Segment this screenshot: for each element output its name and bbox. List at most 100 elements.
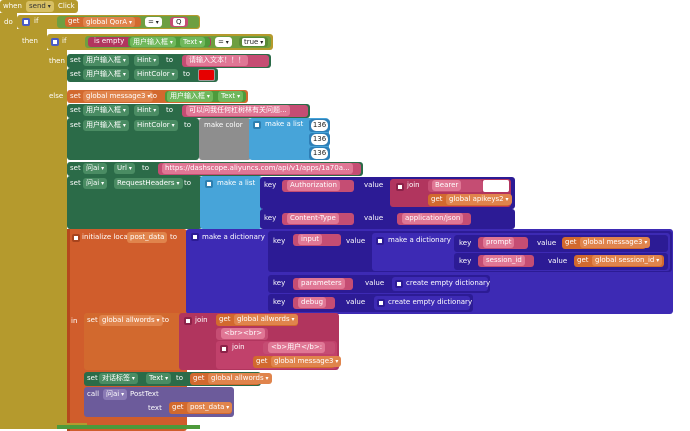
get-global-qora-block[interactable]: get global QorA <box>65 17 141 27</box>
pair-debug[interactable]: key debug value create empty dictionary <box>268 294 473 312</box>
call-posttext-block[interactable]: call 问ai PostText text get post_data <box>84 387 234 417</box>
q-text-block[interactable]: Q <box>170 17 188 27</box>
text-block-parameters[interactable]: parameters <box>293 278 353 290</box>
number-136-b[interactable]: 136 <box>311 134 328 145</box>
user-text[interactable]: <b>用户</b>: <box>268 342 326 353</box>
text-block-hint[interactable]: 请输入文本！！！ <box>182 55 269 67</box>
get-message3-block-2[interactable]: get global message3 <box>253 356 342 368</box>
application-json-text[interactable]: application/json <box>402 213 464 224</box>
join-gear-icon-3[interactable] <box>220 345 228 353</box>
parameters-text[interactable]: parameters <box>298 278 345 289</box>
authorization-text[interactable]: Authorization <box>287 180 340 191</box>
content-type-text[interactable]: Content-Type <box>287 213 339 224</box>
q-text[interactable]: Q <box>173 18 185 26</box>
set-hintcolor-block-2[interactable]: set 用户输入框 HintColor to <box>67 118 199 160</box>
var-dropdown-5[interactable]: global session_id <box>592 255 663 266</box>
br-text[interactable]: <br><br> <box>221 328 266 339</box>
empty-dict-block[interactable]: create empty dictionary <box>392 277 490 291</box>
getter-text[interactable]: 用户输入框 Text <box>165 91 246 102</box>
local-gear-icon[interactable] <box>72 234 80 242</box>
true-dropdown[interactable]: true <box>242 38 266 46</box>
component-dropdown-2[interactable]: 用户输入框 <box>130 37 176 47</box>
text-block-bearer[interactable]: Bearer <box>428 180 483 192</box>
prop-dropdown-7[interactable]: Url <box>114 163 135 174</box>
number-136-c[interactable]: 136 <box>311 148 328 159</box>
var-dropdown-7[interactable]: global allwords <box>234 314 298 325</box>
hint-text-2[interactable]: 可以问我任何杠树林有关问题... <box>186 105 290 116</box>
color-swatch[interactable] <box>198 69 215 81</box>
true-block[interactable]: true <box>239 37 269 47</box>
component-dropdown-8[interactable]: 问ai <box>83 163 108 174</box>
if-block-outer[interactable]: if get global QorA = Q <box>17 15 200 29</box>
text-block-br[interactable]: <br><br> <box>216 328 268 340</box>
var-dropdown-6[interactable]: global allwords <box>99 315 163 326</box>
empty-dict-block-2[interactable]: create empty dictionary <box>374 296 472 310</box>
text-block-user[interactable]: <b>用户</b>: <box>263 342 335 354</box>
join-gear-icon[interactable] <box>396 183 404 191</box>
prop-dropdown-2[interactable]: Hint <box>134 55 160 66</box>
text-block-ct[interactable]: Content-Type <box>282 213 354 225</box>
session-id-text[interactable]: session_id <box>483 255 525 266</box>
get-apikeys2-block[interactable]: get global apikeys2 <box>428 194 512 206</box>
component-dropdown-9[interactable]: 问ai <box>83 178 108 189</box>
component-dropdown-11[interactable]: 问ai <box>103 389 128 400</box>
set-label-text-block[interactable]: set 对话标签 Text to get global allwords <box>84 372 272 386</box>
compare-block[interactable]: get global QorA = Q <box>57 16 199 28</box>
var-dropdown-9[interactable]: global allwords <box>208 373 272 384</box>
number-136-a[interactable]: 136 <box>311 120 328 131</box>
make-a-list-block-2[interactable]: make a list <box>200 176 262 229</box>
get-message3-block[interactable]: get global message3 <box>562 237 651 249</box>
pair-input[interactable]: key input value make a dictionary key pr… <box>268 231 672 272</box>
empty-dict-gear-icon-2[interactable] <box>377 299 385 307</box>
local-name-field[interactable]: post_data <box>127 232 168 243</box>
input-text[interactable]: input <box>298 234 323 245</box>
component-dropdown[interactable]: send <box>26 1 54 12</box>
component-dropdown-10[interactable]: 对话标签 <box>99 373 138 384</box>
pair-session[interactable]: key session_id value get global session_… <box>454 253 668 270</box>
var-dropdown-8[interactable]: global message3 <box>271 356 342 367</box>
bearer-text[interactable]: Bearer <box>432 180 462 191</box>
text-block-debug[interactable]: debug <box>293 297 335 309</box>
set-url-block[interactable]: set 问ai Url to https://dashscope.aliyunc… <box>67 162 363 176</box>
list-gear-icon[interactable] <box>253 121 261 129</box>
pair-content-type[interactable]: key Content-Type value application/json <box>260 209 515 229</box>
var-dropdown-10[interactable]: post_data <box>187 402 233 413</box>
text-block-input[interactable]: input <box>293 234 341 246</box>
set-hint-block[interactable]: set 用户输入框 Hint to 请输入文本！！！ <box>67 54 271 68</box>
url-text[interactable]: https://dashscope.aliyuncs.com/api/v1/ap… <box>162 163 353 174</box>
get-allwords-block-2[interactable]: get global allwords <box>190 373 272 385</box>
if-block-inner[interactable]: if is empty 用户输入框 Text = true <box>47 34 273 50</box>
prop-dropdown-4[interactable]: Text <box>218 91 244 102</box>
var-dropdown[interactable]: global QorA <box>83 17 135 27</box>
make-color-block[interactable]: make color <box>199 118 251 160</box>
text-block-hint-2[interactable]: 可以问我任何杠树林有关问题... <box>182 105 308 117</box>
prop-dropdown-8[interactable]: RequestHeaders <box>114 178 183 189</box>
set-hint-block-2[interactable]: set 用户输入框 Hint to 可以问我任何杠树林有关问题... <box>67 104 310 118</box>
get-session-id-block[interactable]: get global session_id <box>574 255 664 267</box>
join-gear-icon-2[interactable] <box>184 317 192 325</box>
eq-dropdown[interactable]: = <box>145 17 162 27</box>
prop-dropdown-5[interactable]: Hint <box>134 105 160 116</box>
make-dictionary-inner[interactable]: make a dictionary key prompt value get g… <box>372 233 670 271</box>
component-prop-getter[interactable]: 用户输入框 Text <box>128 37 210 47</box>
set-hintcolor-block[interactable]: set 用户输入框 HintColor to <box>67 68 218 82</box>
prop-dropdown[interactable]: Text <box>180 37 206 47</box>
set-allwords-block[interactable]: set global allwords to <box>84 313 181 370</box>
text-block-url[interactable]: https://dashscope.aliyuncs.com/api/v1/ap… <box>158 163 361 175</box>
when-send-click-block[interactable]: when send Click <box>0 0 78 13</box>
dict-gear-icon-2[interactable] <box>376 237 384 245</box>
prop-dropdown-9[interactable]: Text <box>146 373 172 384</box>
component-dropdown-3[interactable]: 用户输入框 <box>83 55 129 66</box>
var-dropdown-3[interactable]: global apikeys2 <box>446 194 512 205</box>
mutator-gear-icon[interactable] <box>22 18 30 26</box>
text-block-json[interactable]: application/json <box>397 213 471 225</box>
text-block-prompt[interactable]: prompt <box>478 237 528 249</box>
list-gear-icon-2[interactable] <box>205 180 213 188</box>
empty-dict-gear-icon[interactable] <box>395 280 403 288</box>
mutator-gear-icon-2[interactable] <box>51 38 59 46</box>
component-dropdown-5[interactable]: 用户输入框 <box>167 91 213 102</box>
prop-dropdown-3[interactable]: HintColor <box>134 69 178 80</box>
component-dropdown-4[interactable]: 用户输入框 <box>83 69 129 80</box>
pair-parameters[interactable]: key parameters value create empty dictio… <box>268 275 490 293</box>
eq-dropdown-2[interactable]: = <box>215 37 232 47</box>
